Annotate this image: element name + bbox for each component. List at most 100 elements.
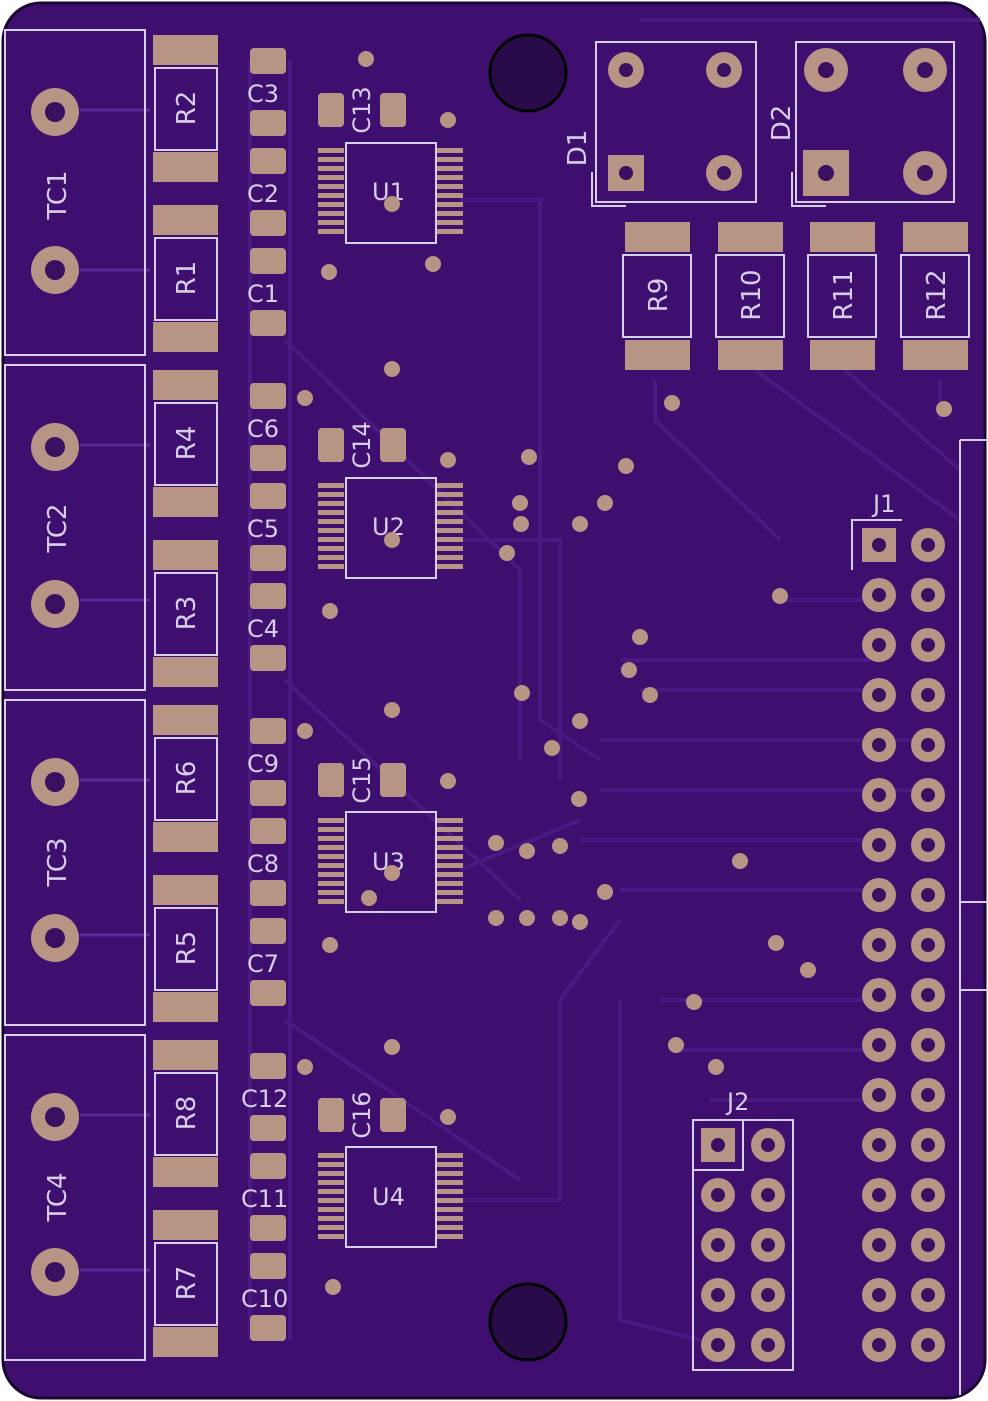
resistor-r10: R10: [715, 222, 785, 370]
r9-label: R9: [644, 278, 674, 313]
r2-label: R2: [172, 91, 202, 126]
pin-hole: [872, 1188, 886, 1202]
resistor-r11: R11: [807, 222, 877, 370]
pin-hole: [872, 588, 886, 602]
pin-hole: [872, 788, 886, 802]
resistor-r3: R3: [153, 540, 218, 687]
resistor-r1: R1: [153, 205, 218, 352]
c8-label: C8: [247, 850, 279, 878]
capacitor-column: [250, 48, 286, 1341]
ic-u2: C14 U2: [318, 421, 463, 579]
c11-label: C11: [241, 1185, 288, 1213]
resistor-r6: R6: [153, 705, 218, 852]
c15-label: C15: [348, 756, 376, 803]
c2-label: C2: [247, 180, 279, 208]
tc2-label: TC2: [43, 503, 73, 553]
r8-label: R8: [172, 1096, 202, 1131]
pin-hole: [761, 1238, 775, 1252]
pin-hole: [872, 738, 886, 752]
pin-hole: [921, 1088, 935, 1102]
c3-label: C3: [247, 80, 279, 108]
c6-label: C6: [247, 415, 279, 443]
tc4-label: TC4: [43, 1172, 73, 1222]
j2-label: J2: [725, 1088, 749, 1116]
header-j2: J2: [692, 1088, 794, 1371]
c12-label: C12: [241, 1085, 288, 1113]
u4-label: U4: [372, 1183, 405, 1211]
j1-label: J1: [871, 490, 895, 518]
pin-hole: [872, 1138, 886, 1152]
r5-label: R5: [172, 931, 202, 966]
tc3-label: TC3: [43, 837, 73, 887]
tc4-connector: TC4: [4, 1034, 146, 1361]
pin-hole: [761, 1288, 775, 1302]
pin-hole: [921, 1288, 935, 1302]
pin-hole: [921, 888, 935, 902]
tc2-connector: TC2: [4, 364, 146, 691]
pin-hole: [872, 1238, 886, 1252]
resistor-r2: R2: [153, 35, 218, 182]
c9-label: C9: [247, 750, 279, 778]
pin-hole: [711, 1238, 725, 1252]
r10-label: R10: [737, 269, 767, 320]
pin-hole: [921, 1138, 935, 1152]
c5-label: C5: [247, 515, 279, 543]
c16-label: C16: [348, 1091, 376, 1138]
header-j1: J1: [851, 439, 988, 1395]
pin-hole: [921, 738, 935, 752]
resistor-r12: R12: [900, 222, 970, 370]
pin-hole: [921, 588, 935, 602]
d2-label: D2: [767, 105, 797, 142]
c13-label: C13: [348, 86, 376, 133]
led-d2: D2: [767, 41, 955, 207]
led-d1: D1: [563, 41, 757, 207]
d1-label: D1: [563, 130, 593, 167]
resistor-r5: R5: [153, 875, 218, 1022]
ic-u3: C15 U3: [318, 756, 463, 913]
r12-label: R12: [922, 269, 952, 320]
pin-hole: [872, 638, 886, 652]
pin-hole: [921, 638, 935, 652]
r7-label: R7: [172, 1266, 202, 1301]
pin-hole: [921, 788, 935, 802]
resistor-r9: R9: [622, 222, 692, 370]
pin-hole: [921, 688, 935, 702]
pin-hole: [872, 988, 886, 1002]
mounting-hole-bottom: [488, 1282, 568, 1362]
r3-label: R3: [172, 596, 202, 631]
r11-label: R11: [829, 269, 859, 320]
c1-label: C1: [247, 280, 279, 308]
pin-hole: [872, 1338, 886, 1352]
c4-label: C4: [247, 615, 279, 643]
pin-hole: [921, 1238, 935, 1252]
pin-hole: [761, 1338, 775, 1352]
tc1-connector: TC1: [4, 29, 146, 356]
copper-traces: [80, 18, 980, 1342]
tc1-label: TC1: [43, 170, 73, 220]
r6-label: R6: [172, 761, 202, 796]
pin-hole: [711, 1338, 725, 1352]
pin-hole: [872, 1288, 886, 1302]
pin-hole: [872, 838, 886, 852]
pin-hole: [711, 1138, 725, 1152]
pin-hole: [872, 1088, 886, 1102]
pin-hole: [921, 938, 935, 952]
pin-hole: [872, 888, 886, 902]
mounting-hole-top: [488, 33, 568, 113]
pin-hole: [872, 538, 886, 552]
r4-label: R4: [172, 426, 202, 461]
resistor-r8: R8: [153, 1040, 218, 1187]
ic-u4: C16 U4: [318, 1091, 463, 1248]
pin-hole: [921, 1338, 935, 1352]
c7-label: C7: [247, 950, 279, 978]
pin-hole: [921, 1188, 935, 1202]
resistor-r7: R7: [153, 1210, 218, 1357]
pin-hole: [761, 1188, 775, 1202]
pin-hole: [711, 1288, 725, 1302]
pin-hole: [921, 1038, 935, 1052]
pin-hole: [872, 938, 886, 952]
c10-label: C10: [241, 1285, 288, 1313]
pin-hole: [872, 688, 886, 702]
